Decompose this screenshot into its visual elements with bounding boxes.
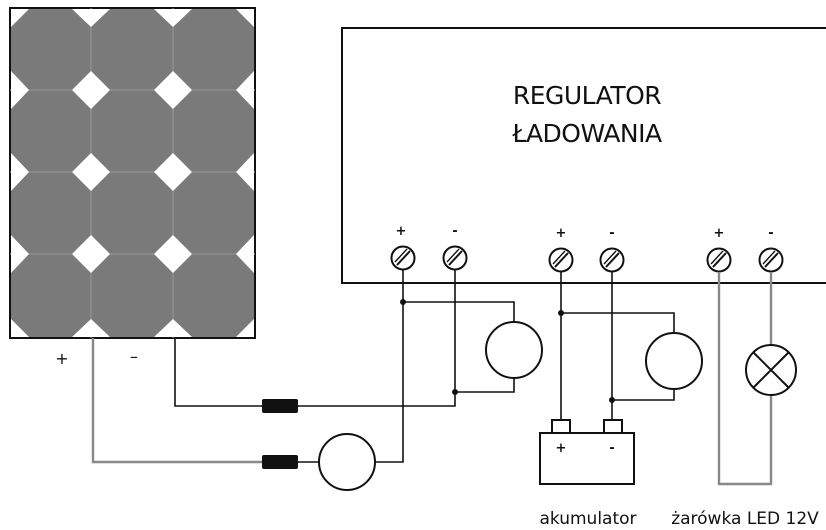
battery-caption: akumulator <box>539 509 636 529</box>
panel-cell-gap <box>11 235 29 273</box>
lamp-symbol <box>745 344 797 396</box>
panel-cell-gap <box>236 319 254 337</box>
lamp-caption: żarówka LED 12V <box>671 509 819 529</box>
panel-minus-label: – <box>130 347 138 366</box>
panel-cell-gap <box>236 71 254 109</box>
screw-terminal-load-plus <box>706 247 732 273</box>
charge-regulator: REGULATOR ŁADOWANIA + - + - + - <box>341 27 826 284</box>
panel-voltmeter-wiring <box>403 301 515 393</box>
panel-cell-gap <box>11 319 29 337</box>
panel-cell-gap <box>72 319 110 337</box>
fuse-panel-plus <box>262 455 298 469</box>
panel-cell-gap <box>72 9 110 27</box>
panel-cell-gap <box>154 71 192 109</box>
panel-cell-gap <box>11 71 29 109</box>
meter-panel-voltage <box>485 321 543 379</box>
fuse-panel-minus <box>262 399 298 413</box>
terminal-mark-panel-plus: + <box>396 224 407 239</box>
terminal-mark-panel-minus: - <box>452 224 457 239</box>
panel-cell-gap <box>154 235 192 273</box>
solar-panel <box>9 7 256 339</box>
panel-plus-wire <box>91 270 406 464</box>
battery: + - <box>539 419 635 485</box>
screw-terminal-load-minus <box>758 247 784 273</box>
screw-terminal-panel-minus <box>442 245 468 271</box>
meter-panel-current <box>318 433 376 491</box>
panel-cell-gap <box>72 153 110 191</box>
terminal-mark-battery-plus: + <box>556 226 567 241</box>
terminal-mark-load-plus: + <box>714 226 725 241</box>
panel-cell-gap <box>11 153 29 191</box>
battery-plus-label: + <box>556 441 567 456</box>
panel-cell-gap <box>236 9 254 27</box>
regulator-title-line2: ŁADOWANIA <box>511 119 662 148</box>
battery-terminal-minus <box>603 419 623 434</box>
panel-cell-gap <box>11 9 29 27</box>
battery-wiring <box>558 272 675 420</box>
regulator-box <box>341 27 826 284</box>
screw-terminal-battery-plus <box>548 247 574 273</box>
panel-cell-gap <box>154 153 192 191</box>
panel-cell-gap <box>72 71 110 109</box>
panel-cell-gap <box>236 153 254 191</box>
panel-cell-gap <box>154 319 192 337</box>
battery-body <box>539 432 635 485</box>
solar-panel-cell-gaps <box>11 9 254 337</box>
panel-cell-gap <box>72 235 110 273</box>
regulator-title-line1: REGULATOR <box>513 81 661 110</box>
lamp-wiring <box>717 272 773 486</box>
battery-minus-label: - <box>609 441 614 456</box>
battery-terminal-plus <box>551 419 571 434</box>
panel-cell-gap <box>154 9 192 27</box>
solar-panel-body <box>9 7 256 339</box>
meter-battery-voltage <box>645 332 703 390</box>
screw-terminal-panel-plus <box>390 245 416 271</box>
terminal-mark-load-minus: - <box>768 226 773 241</box>
panel-cell-gap <box>236 235 254 273</box>
terminal-mark-battery-minus: - <box>609 226 614 241</box>
screw-terminal-battery-minus <box>599 247 625 273</box>
panel-plus-label: + <box>55 349 68 368</box>
